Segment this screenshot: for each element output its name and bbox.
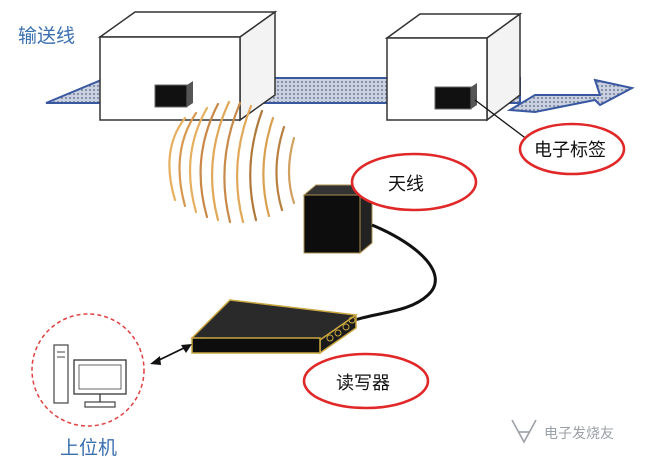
host-label: 上位机 (60, 437, 117, 459)
rfid-tag-icon (154, 81, 193, 108)
host-circle (31, 313, 145, 427)
radio-waves-icon (168, 100, 296, 224)
tag-callout-oval (518, 122, 626, 176)
tag-callout-line (474, 99, 529, 141)
reader-label: 读写器 (336, 373, 390, 394)
watermark-logo-icon (511, 419, 537, 444)
watermark: 电子发烧友 (511, 419, 614, 444)
rfid-tag-icon (434, 83, 477, 110)
antenna-label: 天线 (388, 174, 424, 195)
computer-icon (53, 344, 127, 408)
tag-label: 电子标签 (534, 140, 606, 161)
package-box-2 (384, 12, 523, 122)
watermark-text: 电子发烧友 (544, 426, 614, 442)
host-reader-link (150, 344, 192, 365)
conveyor-label: 输送线 (18, 25, 75, 47)
reader-device-icon (190, 299, 359, 355)
package-box-1 (97, 10, 278, 122)
antenna-callout-oval (350, 152, 478, 212)
reader-callout-oval (302, 352, 430, 410)
antenna-cable (354, 223, 437, 322)
conveyor-arrow (506, 78, 635, 114)
